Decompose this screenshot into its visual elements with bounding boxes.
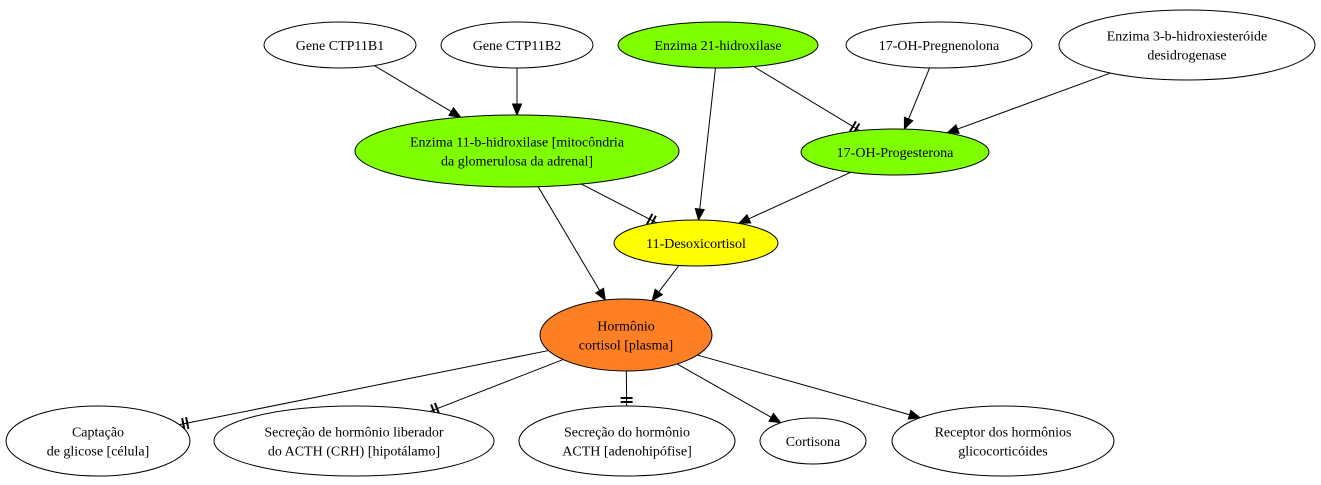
inhibition-bar-icon <box>645 213 654 225</box>
node-receptor: Receptor dos hormônios glicocorticóides <box>891 405 1115 477</box>
edge-cortisol-to-crh <box>429 359 564 417</box>
inhibition-bar-icon <box>185 417 190 430</box>
node-label: 17-OH-Pregnenolona <box>879 39 1000 54</box>
node-ellipse <box>263 21 417 69</box>
arrowhead-icon <box>694 208 706 222</box>
arrowhead-icon <box>945 123 960 134</box>
node-label: glicocorticóides <box>958 445 1047 460</box>
edge-enzima_3b-to-oh_progesterona <box>945 72 1111 134</box>
node-oh-pregnenolona: 17-OH-Pregnenolona <box>845 21 1033 69</box>
node-label: da glomerulosa da adrenal] <box>441 155 593 170</box>
edge-line <box>753 66 860 132</box>
node-ellipse <box>213 405 495 477</box>
node-desoxicortisol: 11-Desoxicortisol <box>613 219 779 267</box>
node-label: Gene CTP11B2 <box>473 39 562 54</box>
arrowhead-icon <box>594 287 606 302</box>
node-ellipse <box>845 21 1033 69</box>
node-ellipse <box>613 219 779 267</box>
edge-line <box>697 354 910 416</box>
node-label: do ACTH (CRH) [hipotálamo] <box>268 445 440 460</box>
node-label: Captação <box>72 426 124 441</box>
node-ellipse <box>759 417 867 465</box>
node-gene-ctp11b2: Gene CTP11B2 <box>440 21 594 69</box>
node-enzima-3b: Enzima 3-b-hidroxiesteróide desidrogenase <box>1058 9 1316 81</box>
nodes-layer: Gene CTP11B1 Gene CTP11B2 Enzima 21-hidrox… <box>5 9 1316 477</box>
edge-gene_ctp11b1-to-enzima_11b <box>374 65 462 118</box>
node-label: Secreção do hormônio <box>564 426 690 441</box>
node-ellipse <box>518 405 736 477</box>
node-ellipse <box>617 21 819 69</box>
edge-line <box>748 171 851 220</box>
edge-line <box>429 359 564 413</box>
edge-cortisol-to-cortisona <box>676 363 782 424</box>
node-label: Hormônio <box>597 320 655 335</box>
node-ellipse <box>800 128 990 176</box>
node-label: ACTH [adenohipófise] <box>562 445 691 460</box>
node-ellipse <box>891 405 1115 477</box>
node-cortisona: Cortisona <box>759 417 867 465</box>
arrowhead-icon <box>768 412 782 424</box>
edge-gene_ctp11b2-to-enzima_11b <box>511 68 523 117</box>
edge-oh_progesterona-to-desoxicortisol <box>737 171 851 224</box>
edge-line <box>957 72 1111 130</box>
node-label: de glicose [célula] <box>47 445 150 460</box>
node-label: cortisol [plasma] <box>579 339 673 354</box>
arrowhead-icon <box>651 288 664 302</box>
arrowhead-icon <box>448 106 462 118</box>
node-label: Enzima 3-b-hidroxiesteróide <box>1107 30 1268 45</box>
node-label: Gene CTP11B1 <box>296 39 385 54</box>
arrowhead-icon <box>511 103 523 117</box>
edges-layer <box>179 65 1111 430</box>
node-ellipse <box>1058 9 1316 81</box>
node-oh-progesterona: 17-OH-Progesterona <box>800 128 990 176</box>
node-ellipse <box>539 298 713 372</box>
edge-line <box>537 186 601 291</box>
inhibition-bar-icon <box>433 402 441 415</box>
node-ellipse <box>440 21 594 69</box>
node-ellipse <box>354 114 680 188</box>
edge-line <box>179 350 549 426</box>
node-label: Enzima 21-hidroxilase <box>654 39 781 54</box>
arrowhead-icon <box>737 213 752 224</box>
edge-line <box>581 183 657 224</box>
node-label: 17-OH-Progesterona <box>837 146 954 161</box>
node-label: Cortisona <box>786 435 841 450</box>
node-enzima-11b: Enzima 11-b-hidroxilase [mitocôndria da g… <box>354 114 680 188</box>
edge-desoxicortisol-to-cortisol <box>651 265 680 302</box>
edge-enzima_11b-to-desoxicortisol <box>581 183 657 227</box>
edge-enzima_21-to-oh_progesterona <box>753 66 861 135</box>
node-label: Secreção de hormônio liberador <box>264 426 444 441</box>
arrowhead-icon <box>903 116 914 131</box>
edge-line <box>699 67 716 210</box>
node-ellipse <box>5 405 191 477</box>
edge-cortisol-to-acth <box>620 370 633 407</box>
node-enzima-21: Enzima 21-hidroxilase <box>617 21 819 69</box>
edge-enzima_21-to-desoxicortisol <box>694 67 716 222</box>
node-label: Receptor dos hormônios <box>935 426 1072 441</box>
edge-oh_pregnenolona-to-oh_progesterona <box>903 67 931 131</box>
node-label: 11-Desoxicortisol <box>646 237 746 252</box>
edge-enzima_11b-to-cortisol <box>537 186 606 302</box>
node-crh: Secreção de hormônio liberador do ACTH (C… <box>213 405 495 477</box>
edge-line <box>676 363 772 418</box>
node-captacao: Captação de glicose [célula] <box>5 405 191 477</box>
node-gene-ctp11b1: Gene CTP11B1 <box>263 21 417 69</box>
edge-line <box>658 265 680 293</box>
inhibition-bar-icon <box>848 120 857 133</box>
edge-cortisol-to-receptor <box>697 354 922 420</box>
node-label: desidrogenase <box>1147 49 1226 64</box>
node-cortisol: Hormônio cortisol [plasma] <box>539 298 713 372</box>
edge-line <box>908 67 931 120</box>
node-label: Enzima 11-b-hidroxilase [mitocôndria <box>410 136 625 151</box>
edge-line <box>374 65 452 113</box>
arrowhead-icon <box>907 409 922 420</box>
